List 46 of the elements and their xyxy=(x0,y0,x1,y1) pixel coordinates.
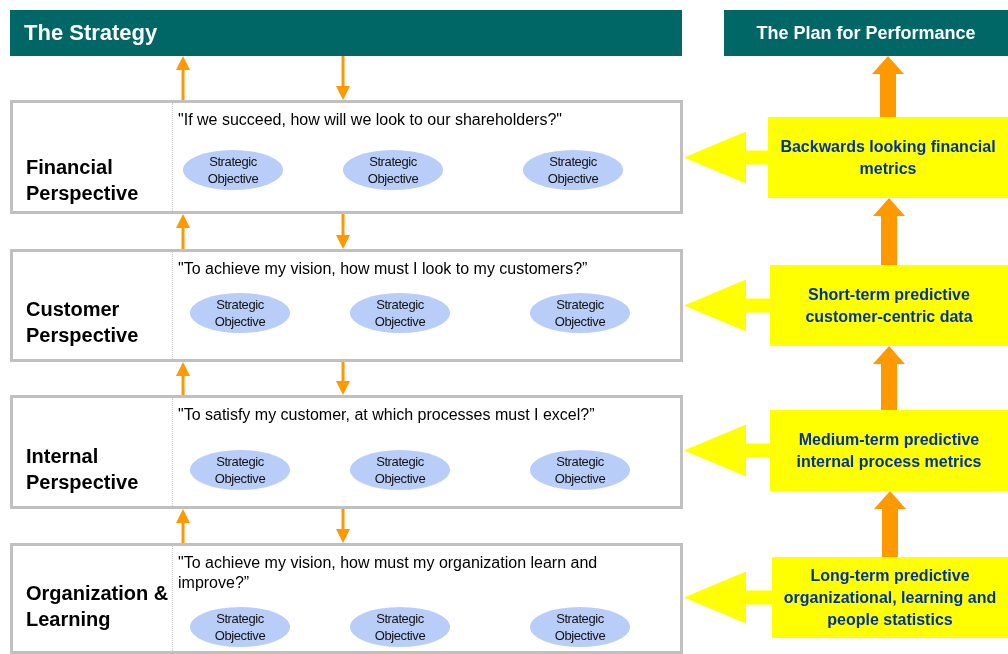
question-text: "If we succeed, how will we look to our shareholders?" xyxy=(178,110,563,130)
perspective-heading: Customer Perspective xyxy=(26,297,140,348)
perspective-heading: Financial Perspective xyxy=(26,155,140,206)
arrow xyxy=(176,214,190,249)
arrow xyxy=(684,571,772,624)
arrow xyxy=(176,56,190,100)
arrow xyxy=(874,491,906,557)
arrow xyxy=(176,509,190,543)
objective-ellipse: Strategic Objective xyxy=(530,607,630,647)
arrow xyxy=(873,198,905,265)
perspective-panel xyxy=(10,100,683,214)
objective-ellipse: Strategic Objective xyxy=(350,607,450,647)
metric-box: Long-term predictive organizational, learning and people statistics xyxy=(772,557,1008,638)
perspective-panel xyxy=(10,395,683,509)
metric-box: Short-term predictive customer-centric data xyxy=(770,265,1008,346)
perspective-heading: Internal Perspective xyxy=(26,444,140,495)
arrow xyxy=(684,279,770,332)
objective-ellipse: Strategic Objective xyxy=(530,450,630,490)
arrow xyxy=(336,362,350,395)
perspective-panel xyxy=(10,249,683,362)
arrow xyxy=(176,362,190,395)
objective-ellipse: Strategic Objective xyxy=(190,607,290,647)
objective-ellipse: Strategic Objective xyxy=(523,150,623,190)
objective-ellipse: Strategic Objective xyxy=(350,293,450,333)
perspective-heading: Organization & Learning xyxy=(26,581,170,632)
title-banner: The Strategy xyxy=(10,10,682,56)
objective-ellipse: Strategic Objective xyxy=(350,450,450,490)
arrow xyxy=(336,214,350,249)
arrow xyxy=(336,56,350,100)
metric-box: Medium-term predictive internal process metrics xyxy=(770,410,1008,491)
arrow xyxy=(872,56,904,117)
arrow xyxy=(336,509,350,543)
objective-ellipse: Strategic Objective xyxy=(343,150,443,190)
question-text: "To satisfy my customer, at which processes must I excel?” xyxy=(178,405,596,425)
title-banner: The Plan for Performance xyxy=(724,10,1008,56)
arrow xyxy=(684,131,768,184)
metric-box: Backwards looking financial metrics xyxy=(768,117,1008,198)
arrow xyxy=(684,424,770,477)
objective-ellipse: Strategic Objective xyxy=(190,450,290,490)
arrow xyxy=(873,346,905,410)
question-text: "To achieve my vision, how must my organization learn and improve?” xyxy=(178,553,599,593)
objective-ellipse: Strategic Objective xyxy=(530,293,630,333)
objective-ellipse: Strategic Objective xyxy=(190,293,290,333)
objective-ellipse: Strategic Objective xyxy=(183,150,283,190)
perspective-panel xyxy=(10,543,683,654)
question-text: "To achieve my vision, how must I look to my customers?” xyxy=(178,259,589,279)
